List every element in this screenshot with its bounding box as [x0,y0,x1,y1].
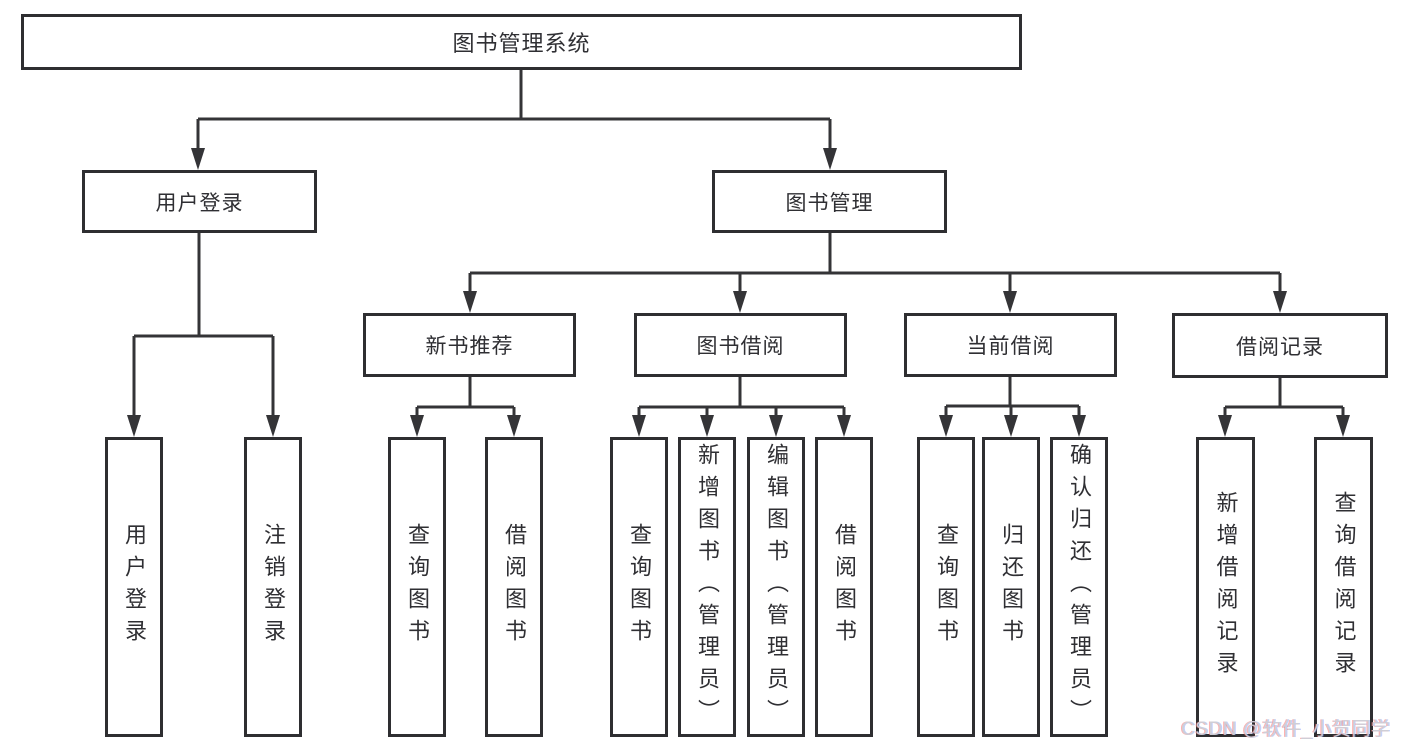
leaf-borrowing-borrow-books: 借阅图书 [815,437,873,737]
node-label: 新书推荐 [425,335,514,358]
node-label: 新增图书（管理员） [695,443,720,731]
node-label: 图书借阅 [696,335,785,358]
node-user-login: 用户登录 [82,170,317,233]
leaf-newbook-borrow-books: 借阅图书 [485,437,543,737]
csdn-watermark: CSDN @软件_小贺同学 [1181,719,1391,740]
connector-current-borrow-to-leaves [939,377,1086,437]
leaf-user-login: 用户登录 [105,437,163,737]
node-label: 当前借阅 [966,335,1055,358]
connector-user-login-to-leaves [127,233,280,437]
node-label: 查询图书 [627,523,652,651]
leaf-records-query-record: 查询借阅记录 [1314,437,1373,737]
connector-borrow-record-to-leaves [1218,377,1350,437]
leaf-borrowing-edit-books-admin: 编辑图书（管理员） [747,437,805,737]
connector-new-book-to-leaves [410,377,521,437]
connector-book-management-to-level3 [463,233,1287,313]
node-label: 图书管理 [785,191,874,215]
node-label: 借阅图书 [502,523,527,651]
node-label: 借阅记录 [1236,335,1324,359]
node-label: 归还图书 [999,523,1024,651]
node-book-management: 图书管理 [712,170,947,233]
node-label: 新增借阅记录 [1213,491,1239,683]
connector-book-borrow-to-leaves [632,377,851,437]
node-label: 图书管理系统 [452,31,591,56]
node-library-system: 图书管理系统 [21,14,1022,70]
node-label: 查询图书 [405,523,430,651]
node-label: 用户登录 [122,523,147,651]
leaf-newbook-query-books: 查询图书 [388,437,446,737]
node-label: 用户登录 [155,191,244,215]
node-borrowing-records: 借阅记录 [1172,313,1388,378]
leaf-borrowing-add-books-admin: 新增图书（管理员） [678,437,736,737]
node-label: 编辑图书（管理员） [764,443,789,731]
leaf-records-add-record: 新增借阅记录 [1196,437,1255,737]
leaf-logout: 注销登录 [244,437,302,737]
node-label: 借阅图书 [832,523,857,651]
node-book-borrowing: 图书借阅 [634,313,847,377]
leaf-current-query-books: 查询图书 [917,437,975,737]
leaf-borrowing-query-books: 查询图书 [610,437,668,737]
leaf-current-return-books: 归还图书 [982,437,1040,737]
connector-root-to-level2 [191,70,837,170]
node-label: 确认归还（管理员） [1067,443,1092,731]
node-label: 查询图书 [934,523,959,651]
node-current-borrowing: 当前借阅 [904,313,1117,377]
leaf-current-confirm-return-admin: 确认归还（管理员） [1050,437,1108,737]
node-label: 查询借阅记录 [1331,491,1357,683]
node-new-book-recommend: 新书推荐 [363,313,576,377]
node-label: 注销登录 [261,523,286,651]
